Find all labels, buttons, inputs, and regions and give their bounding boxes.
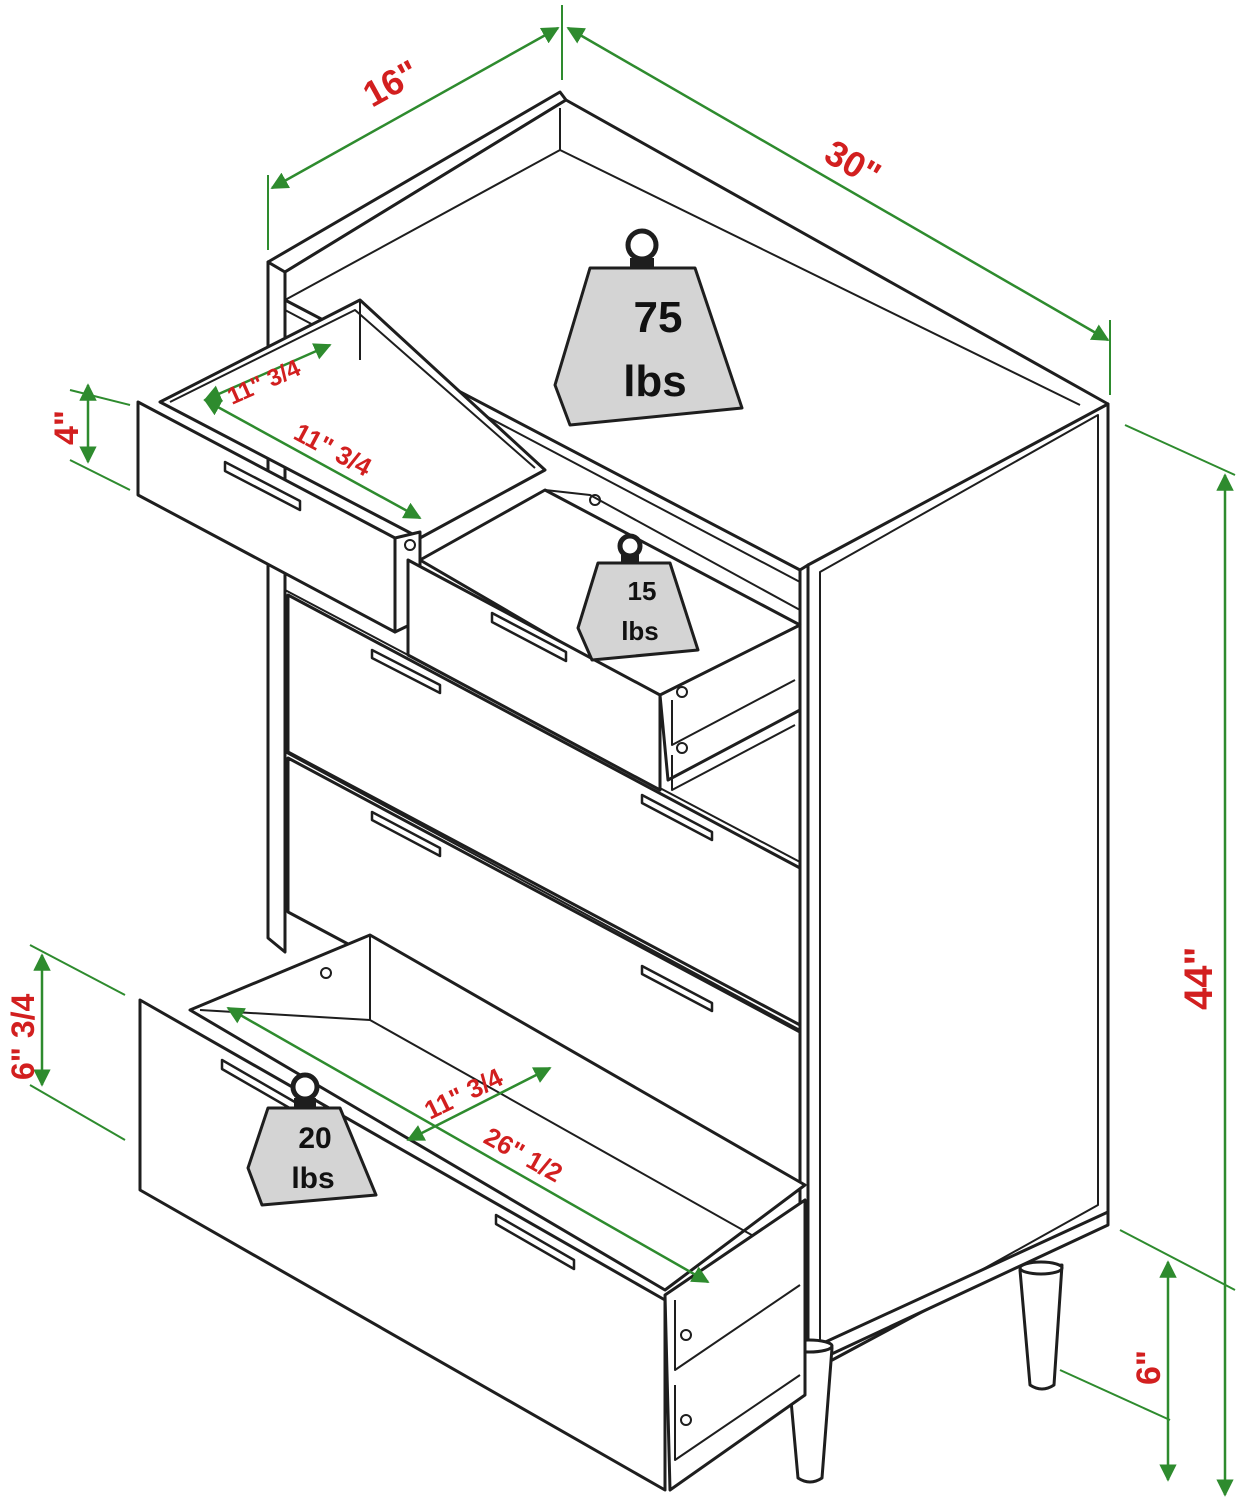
right-side-panel	[806, 402, 1110, 1375]
small-drawer-right-front	[406, 558, 662, 792]
weight-small-unit: lbs	[621, 616, 659, 646]
weight-large-value: 20	[298, 1122, 331, 1155]
small-drawer-width-line	[203, 398, 422, 520]
weight-small-value: 15	[628, 576, 657, 606]
width-dimension-line	[566, 26, 1110, 342]
small-drawer-depth-line	[203, 343, 332, 402]
closed-drawer-2	[286, 593, 802, 1027]
dimension-lines	[29, 5, 1236, 1497]
width-label: 30"	[818, 131, 888, 195]
depth-label: 16"	[356, 51, 426, 115]
weight-large-unit: lbs	[291, 1162, 334, 1195]
leg-front-right	[1018, 1263, 1064, 1391]
weight-icon-small-drawer: 15 lbs	[576, 533, 700, 662]
height-label: 44"	[1177, 947, 1221, 1010]
leg-height-label: 6"	[1130, 1350, 1168, 1385]
weight-icon-large-drawer: 20 lbs	[246, 1072, 378, 1207]
weight-icon-top: 75 lbs	[553, 228, 744, 427]
small-drawer-height-label: 4"	[48, 410, 86, 445]
weight-top-value: 75	[634, 293, 683, 342]
legs	[784, 1260, 1064, 1484]
weight-top-unit: lbs	[623, 357, 687, 406]
depth-dimension-line	[270, 26, 560, 190]
large-drawer-width-line	[226, 1006, 710, 1284]
large-drawer-height-label: 6" 3/4	[5, 993, 41, 1080]
